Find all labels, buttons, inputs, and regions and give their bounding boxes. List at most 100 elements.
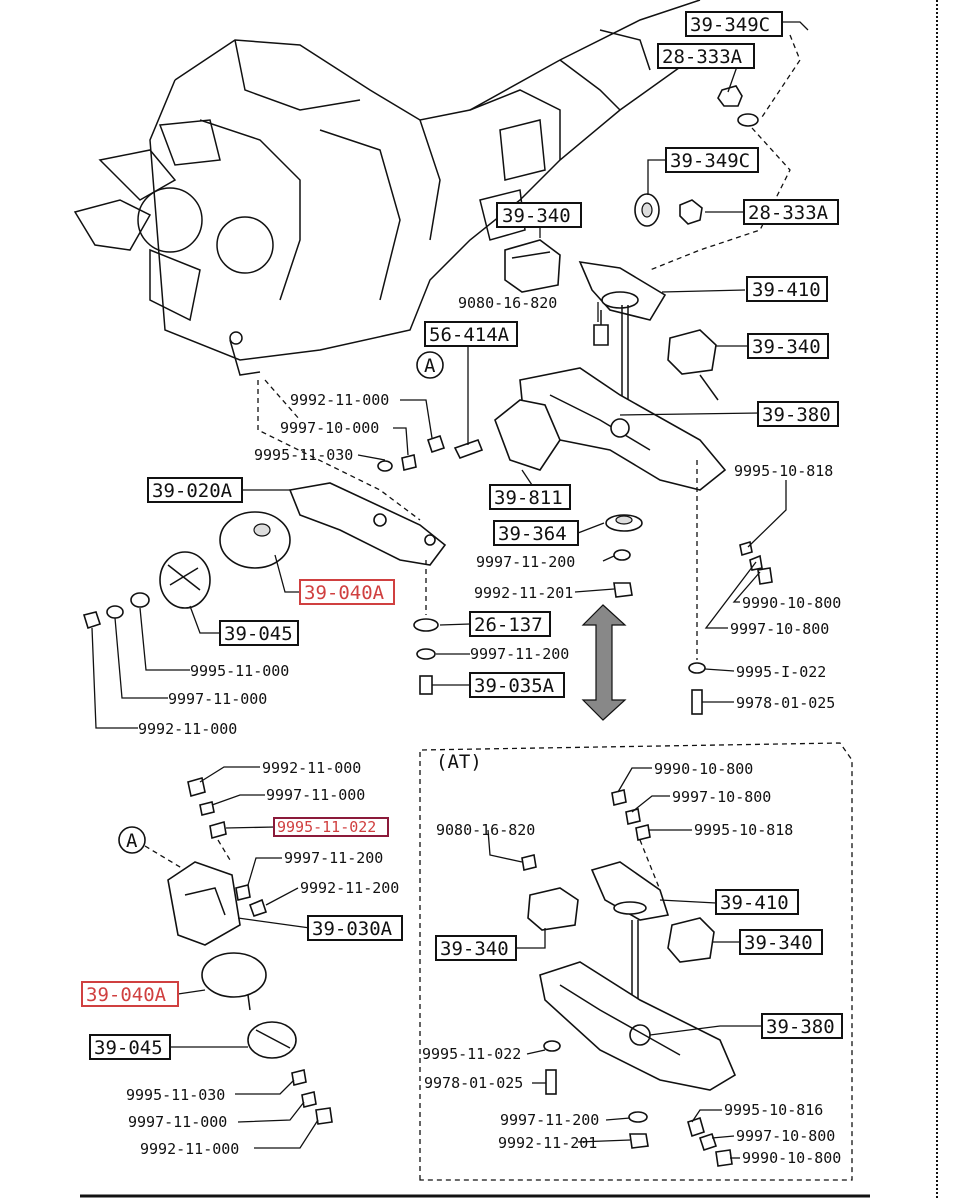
rear-mount-group xyxy=(494,34,801,721)
svg-text:39-410: 39-410 xyxy=(752,279,821,301)
double-arrow xyxy=(581,604,627,721)
label-9997-10-000: 9997-10-000 xyxy=(280,419,379,437)
svg-text:39-040A: 39-040A xyxy=(304,582,385,604)
cushion-39-045-top xyxy=(159,551,211,609)
label-39-040a-top: 39-040A xyxy=(299,579,395,605)
mount-rubber-39-340-a xyxy=(504,239,561,293)
label-39-349c-top: 39-349C xyxy=(685,11,783,37)
svg-text:39-030A: 39-030A xyxy=(312,918,393,940)
label-at-9997-10-800-b: 9997-10-800 xyxy=(736,1127,835,1145)
washer-top-right xyxy=(737,113,759,127)
svg-text:39-349C: 39-349C xyxy=(690,14,770,36)
label-39-410: 39-410 xyxy=(746,276,828,302)
rubber-mount-39-040a-top xyxy=(219,511,291,569)
bolt-9080 xyxy=(593,324,609,346)
label-9997-11-200-b: 9997-11-200 xyxy=(470,645,569,663)
label-39-045-top: 39-045 xyxy=(219,620,299,646)
leader-lines xyxy=(91,21,809,1159)
label-9992-11-000-a: 9992-11-000 xyxy=(290,391,389,409)
svg-text:39-020A: 39-020A xyxy=(152,480,233,502)
label-28-333a-top: 28-333A xyxy=(657,43,755,69)
ref-circle-a-top xyxy=(416,351,444,379)
svg-text:39-340: 39-340 xyxy=(744,932,813,954)
label-9978-01-025-a: 9978-01-025 xyxy=(736,694,835,712)
mount-rubber-39-340-b xyxy=(667,329,717,375)
label-at-39-340-a: 39-340 xyxy=(435,935,517,961)
label-at-9992-11-201: 9992-11-201 xyxy=(498,1134,597,1152)
svg-text:39-035A: 39-035A xyxy=(474,675,555,697)
part-labels: 39-349C 28-333A 39-349C 28-333A 39-340 3… xyxy=(81,11,843,1167)
svg-text:39-380: 39-380 xyxy=(762,404,831,426)
label-9997-10-800-a: 9997-10-800 xyxy=(730,620,829,638)
label-39-020a: 39-020A xyxy=(147,477,243,503)
svg-text:28-333A: 28-333A xyxy=(662,46,743,68)
label-39-340-lower: 39-340 xyxy=(747,333,829,359)
svg-text:39-349C: 39-349C xyxy=(670,150,750,172)
rubber-mount-39-040a-bottom xyxy=(201,952,267,998)
svg-text:39-040A: 39-040A xyxy=(86,984,167,1006)
label-9992-11-201-a: 9992-11-201 xyxy=(474,584,573,602)
bracket-39-020a xyxy=(288,482,447,566)
label-39-364: 39-364 xyxy=(493,520,579,546)
label-56-414a: 56-414A xyxy=(424,321,518,347)
label-39-380: 39-380 xyxy=(757,401,839,427)
label-9995-10-818: 9995-10-818 xyxy=(734,462,833,480)
at-rubber-39-340-b xyxy=(667,917,715,963)
label-at-9997-10-800-a: 9997-10-800 xyxy=(672,788,771,806)
bracket-39-030a xyxy=(167,861,241,946)
bracket-39-410 xyxy=(578,260,667,321)
svg-text:39-364: 39-364 xyxy=(498,523,567,545)
bracket-39-811 xyxy=(494,399,561,471)
label-at-9990-10-800-a: 9990-10-800 xyxy=(654,760,753,778)
label-9992-11-000-d: 9992-11-000 xyxy=(140,1140,239,1158)
svg-text:56-414A: 56-414A xyxy=(429,324,510,346)
label-9997-11-000-c: 9997-11-000 xyxy=(266,786,365,804)
svg-text:39-340: 39-340 xyxy=(502,205,571,227)
label-9990-10-800-a: 9990-10-800 xyxy=(742,594,841,612)
label-at-9990-10-800-b: 9990-10-800 xyxy=(742,1149,841,1167)
at-inset-header: (AT) xyxy=(436,751,482,773)
label-at-9997-11-200: 9997-11-200 xyxy=(500,1111,599,1129)
nut-top-right xyxy=(717,85,743,107)
label-9995-i-022: 9995-I-022 xyxy=(736,663,826,681)
engine-transmission-drawing xyxy=(73,0,701,376)
label-9080-16-820-top: 9080-16-820 xyxy=(458,294,557,312)
label-at-9995-11-022: 9995-11-022 xyxy=(422,1045,521,1063)
svg-text:39-340: 39-340 xyxy=(440,938,509,960)
label-9995-11-030-d: 9995-11-030 xyxy=(126,1086,225,1104)
label-39-340-upper: 39-340 xyxy=(496,202,582,228)
at-inset-group xyxy=(419,742,853,1181)
at-bracket-39-410 xyxy=(590,861,670,921)
label-at-9995-10-816: 9995-10-816 xyxy=(724,1101,823,1119)
label-at-9080-16-820: 9080-16-820 xyxy=(436,821,535,839)
lower-left-mount-group xyxy=(118,776,333,1125)
at-inset-border xyxy=(419,742,853,1181)
ref-label-a-top: A xyxy=(424,355,436,377)
label-at-9995-10-818: 9995-10-818 xyxy=(694,821,793,839)
label-39-349c-mid: 39-349C xyxy=(665,147,759,173)
label-39-045-bottom: 39-045 xyxy=(89,1034,171,1060)
label-39-811: 39-811 xyxy=(489,484,571,510)
label-at-39-380: 39-380 xyxy=(761,1013,843,1039)
svg-text:28-333A: 28-333A xyxy=(748,202,829,224)
cushion-39-045-bottom xyxy=(247,1021,297,1059)
svg-text:39-045: 39-045 xyxy=(224,623,293,645)
label-9992-11-000-b: 9992-11-000 xyxy=(138,720,237,738)
label-9997-11-200-c: 9997-11-200 xyxy=(284,849,383,867)
label-at-39-340-b: 39-340 xyxy=(739,929,823,955)
label-9992-11-200-c: 9992-11-200 xyxy=(300,879,399,897)
label-39-040a-bottom: 39-040A xyxy=(81,981,179,1007)
label-at-39-410: 39-410 xyxy=(715,889,799,915)
svg-text:39-410: 39-410 xyxy=(720,892,789,914)
svg-text:39-380: 39-380 xyxy=(766,1016,835,1038)
label-9995-11-022-highlight: 9995-11-022 xyxy=(273,817,389,837)
label-9995-11-030-a: 9995-11-030 xyxy=(254,446,353,464)
label-at-9978-01-025: 9978-01-025 xyxy=(424,1074,523,1092)
svg-text:39-811: 39-811 xyxy=(494,487,563,509)
svg-text:39-340: 39-340 xyxy=(752,336,821,358)
label-26-137: 26-137 xyxy=(469,611,551,637)
front-mount-group xyxy=(82,351,484,695)
svg-text:9995-11-022: 9995-11-022 xyxy=(277,818,376,836)
svg-text:26-137: 26-137 xyxy=(474,614,543,636)
